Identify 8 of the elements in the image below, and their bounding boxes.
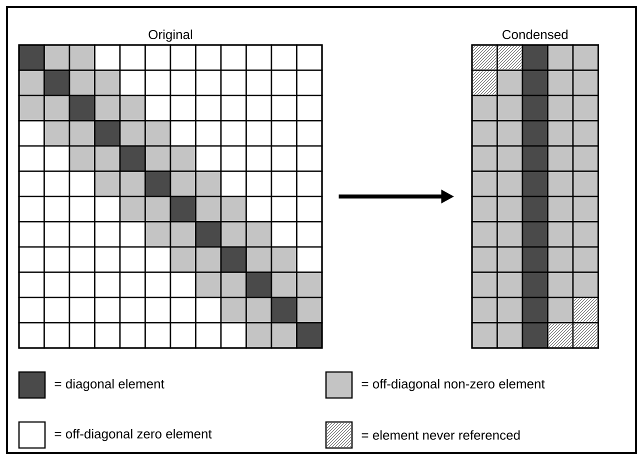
legend-text: = element never referenced [362, 430, 520, 440]
node-label: Condensed [502, 30, 568, 40]
matrix: Original [18, 30, 323, 349]
node-label: Original [148, 30, 192, 42]
matrix: Condensed [471, 30, 599, 349]
legend-text: = off-diagonal non-zero element [362, 378, 545, 392]
legend-text: = off-diagonal zero element [54, 428, 212, 442]
legend-text: = diagonal element [54, 378, 164, 392]
